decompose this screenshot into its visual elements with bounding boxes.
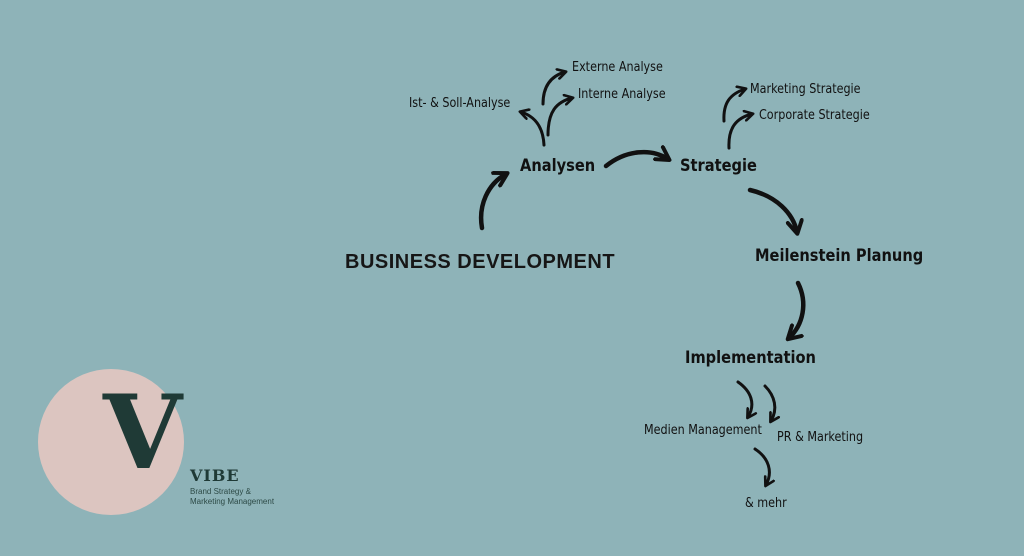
arrow-to-analysen <box>478 174 506 231</box>
branch-pr-marketing: PR & Marketing <box>777 430 864 445</box>
node-implementation: Implementation <box>685 348 816 368</box>
branch-marketing-strategie: Marketing Strategie <box>750 82 861 97</box>
arrow-to-implementation <box>789 280 806 338</box>
arrow-to-mehr <box>753 447 769 485</box>
node-meilenstein-planung: Meilenstein Planung <box>755 246 924 266</box>
branch-mehr: & mehr <box>745 496 787 511</box>
branch-interne-analyse: Interne Analyse <box>578 87 666 102</box>
logo-tagline-line2: Marketing Management <box>190 497 275 506</box>
node-analysen: Analysen <box>520 156 596 176</box>
arrow-to-corporate-strategie <box>727 114 752 150</box>
branch-corporate-strategie: Corporate Strategie <box>759 108 870 123</box>
arrow-to-ist-soll <box>521 112 546 147</box>
logo-name: VIBE <box>190 466 240 485</box>
arrow-to-strategie <box>603 152 668 169</box>
diagram-title: BUSINESS DEVELOPMENT <box>345 251 616 273</box>
logo-tagline: Brand Strategy & Marketing Management <box>190 487 274 507</box>
arrow-to-externe <box>541 72 565 106</box>
arrow-to-interne <box>546 98 572 137</box>
logo-tagline-line1: Brand Strategy & <box>190 487 251 496</box>
arrow-to-meilenstein <box>747 187 797 232</box>
arrow-to-medien <box>736 380 752 417</box>
arrow-to-pr <box>763 384 775 421</box>
branch-ist-soll-analyse: Ist- & Soll-Analyse <box>409 96 511 111</box>
logo-letter: V <box>103 373 183 493</box>
node-strategie: Strategie <box>680 156 757 176</box>
arrow-to-marketing-strategie <box>722 89 745 123</box>
branch-medien-management: Medien Management <box>644 423 762 438</box>
branch-externe-analyse: Externe Analyse <box>572 60 663 75</box>
logo-circle <box>38 369 184 515</box>
